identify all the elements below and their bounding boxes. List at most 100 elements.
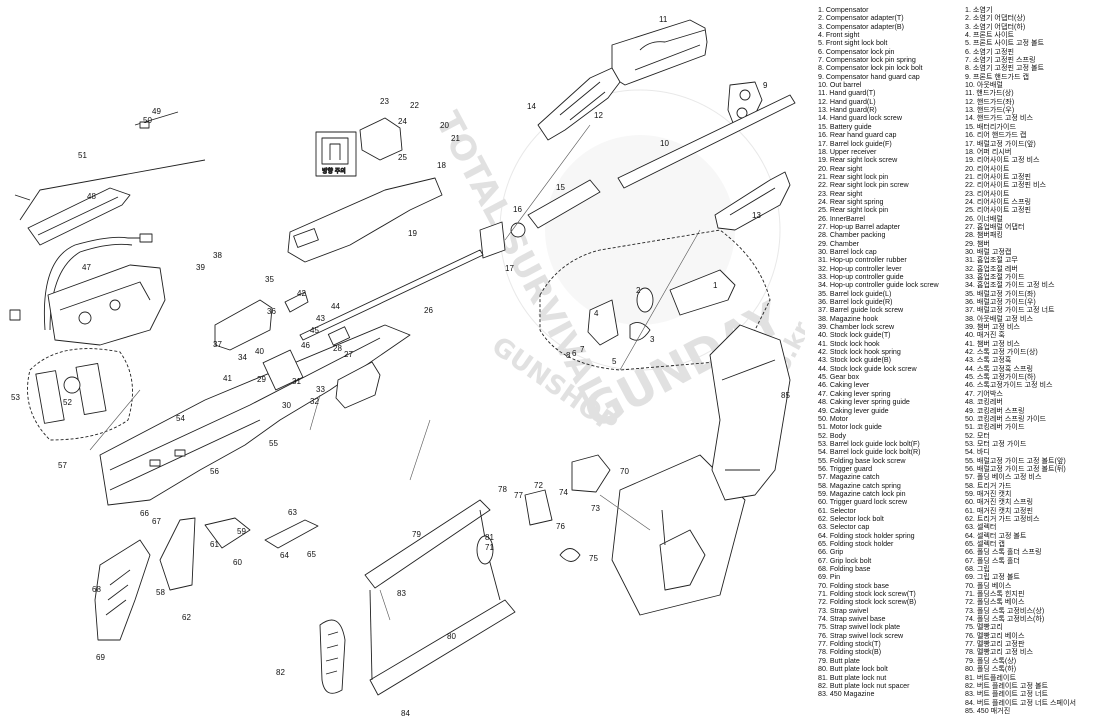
part-label-en: 7. Compensator lock pin spring xyxy=(818,56,916,65)
part-label-en: 34. Hop-up controller guide lock screw xyxy=(818,281,939,290)
part-label-en: 55. Folding base lock screw xyxy=(818,456,906,465)
grip-part xyxy=(94,539,151,641)
part-label-en: 70. Folding stock base xyxy=(818,581,889,590)
part-label-ko: 14. 핸드가드 고정 비스 xyxy=(965,114,1033,123)
part-label-ko: 30. 배럴 고정캡 xyxy=(965,247,1012,256)
part-label-en: 26. InnerBarrel xyxy=(818,214,865,223)
part-label-en: 51. Motor lock guide xyxy=(818,423,882,432)
callout-number: 58 xyxy=(156,588,165,597)
part-label-ko: 65. 셀렉터 캡 xyxy=(965,540,1005,548)
callout-number: 79 xyxy=(412,530,421,539)
part-label-ko: 23. 리어사이트 xyxy=(965,189,1010,198)
part-label-en: 30. Barrel lock cap xyxy=(818,247,877,256)
part-label-ko: 72. 폴딩스톡 베이스 xyxy=(965,598,1025,607)
callout-number: 16 xyxy=(513,205,522,214)
callout-number: 22 xyxy=(410,101,419,110)
outer-barrel-part xyxy=(617,94,796,189)
callout-number: 73 xyxy=(591,504,600,513)
callout-number: 28 xyxy=(333,344,342,353)
part-label-ko: 1. 소염기 xyxy=(965,6,993,14)
part-label-en: 21. Rear sight lock pin xyxy=(818,172,889,181)
part-label-ko: 66. 폴딩 스톡 홀더 스프링 xyxy=(965,548,1042,557)
part-label-en: 82. Butt plate lock nut spacer xyxy=(818,681,910,690)
part-label-ko: 68. 그립 xyxy=(965,565,990,574)
callout-number: 62 xyxy=(182,613,191,622)
callout-number: 15 xyxy=(556,183,565,192)
part-label-ko: 63. 셀렉터 xyxy=(965,523,997,532)
callout-number: 49 xyxy=(152,107,161,116)
callout-number: 70 xyxy=(620,467,629,476)
part-label-en: 75. Strap swivel lock plate xyxy=(818,623,901,632)
part-label-en: 62. Selector lock bolt xyxy=(818,514,884,523)
part-label-en: 46. Caking lever xyxy=(818,381,870,390)
part-label-en: 19. Rear sight lock screw xyxy=(818,156,898,165)
callout-number: 14 xyxy=(527,102,536,111)
part-label-ko: 36. 배럴고정 가이드(우) xyxy=(965,298,1036,307)
part-label-ko: 76. 멜빵고리 베이스 xyxy=(965,631,1025,640)
part-label-ko: 16. 리어 핸드가드 캡 xyxy=(965,131,1027,140)
part-label-en: 73. Strap swivel xyxy=(818,606,869,615)
part-label-en: 23. Rear sight xyxy=(818,189,863,198)
part-label-en: 33. Hop-up controller guide xyxy=(818,273,904,281)
callout-number: 71 xyxy=(485,543,494,552)
part-label-ko: 54. 바디 xyxy=(965,448,990,457)
magazine-part xyxy=(709,324,791,501)
part-label-en: 10. Out barrel xyxy=(818,81,862,90)
part-label-ko: 74. 폴딩 스톡 고정비스(하) xyxy=(965,615,1045,624)
part-label-en: 64. Folding stock holder spring xyxy=(818,531,915,540)
handguard-right-part xyxy=(714,171,791,231)
part-label-en: 9. Compensator hand guard cap xyxy=(818,72,920,81)
part-label-ko: 41. 챔버 고정 비스 xyxy=(965,339,1020,348)
part-label-en: 13. Hand guard(R) xyxy=(818,106,877,115)
part-label-en: 18. Upper receiver xyxy=(818,147,877,156)
callout-number: 12 xyxy=(594,111,603,120)
part-label-ko: 27. 홉업배럴 어댑터 xyxy=(965,222,1025,231)
part-label-ko: 82. 버트 플레이트 고정 볼트 xyxy=(965,681,1049,690)
part-label-en: 22. Rear sight lock pin screw xyxy=(818,181,909,190)
part-label-ko: 51. 코킹레버 가이드 xyxy=(965,423,1025,432)
callout-number: 27 xyxy=(344,350,353,359)
callout-number: 4 xyxy=(594,309,599,318)
part-label-ko: 33. 홉업조절 가이드 xyxy=(965,273,1025,281)
callout-number: 18 xyxy=(437,161,446,170)
callout-number: 56 xyxy=(210,467,219,476)
part-label-en: 77. Folding stock(T) xyxy=(818,640,881,649)
part-label-en: 61. Selector xyxy=(818,506,856,515)
part-label-ko: 38. 아웃배럴 고정 비스 xyxy=(965,314,1033,323)
part-label-en: 60. Trigger guard lock screw xyxy=(818,498,908,507)
callout-number: 10 xyxy=(660,139,669,148)
handguard-left-part xyxy=(537,67,621,141)
part-label-ko: 34. 홉업조절 가이드 고정 비스 xyxy=(965,281,1055,290)
part-label-ko: 77. 멜빵고리 고정판 xyxy=(965,640,1025,649)
callout-number: 75 xyxy=(589,554,598,563)
part-label-en: 56. Trigger guard xyxy=(818,464,873,473)
part-label-ko: 12. 핸드가드(좌) xyxy=(965,97,1015,106)
part-label-ko: 21. 리어사이트 고정핀 xyxy=(965,172,1032,181)
part-label-en: 35. Barrel lock guide(L) xyxy=(818,289,892,298)
callout-number: 17 xyxy=(505,264,514,273)
butt-plate-part xyxy=(319,619,346,694)
part-label-en: 14. Hand guard lock screw xyxy=(818,114,902,123)
callout-number: 63 xyxy=(288,508,297,517)
part-label-en: 76. Strap swivel lock screw xyxy=(818,631,904,640)
part-label-ko: 13. 핸드가드(우) xyxy=(965,106,1015,115)
part-label-ko: 47. 기어박스 xyxy=(965,389,1003,398)
part-label-ko: 44. 스톡 고정훅 스프링 xyxy=(965,364,1033,373)
front-assembly-part xyxy=(539,229,771,371)
callout-number: 36 xyxy=(267,307,276,316)
part-label-ko: 32. 홉업조절 레버 xyxy=(965,264,1018,273)
callout-number: 3 xyxy=(650,335,655,344)
part-label-ko: 39. 챔버 고정 비스 xyxy=(965,323,1020,332)
part-label-ko: 10. 아웃배럴 xyxy=(965,81,1003,90)
part-label-en: 17. Barrel lock guide(F) xyxy=(818,139,892,148)
callout-number: 11 xyxy=(659,15,668,24)
callout-number: 20 xyxy=(440,121,449,130)
callout-number: 19 xyxy=(408,229,417,238)
selector-part xyxy=(264,519,319,549)
part-label-ko: 22. 리어사이트 고정핀 비스 xyxy=(965,181,1047,190)
part-label-ko: 79. 폴딩 스톡(상) xyxy=(965,656,1017,665)
folding-stock-part xyxy=(364,499,516,696)
part-label-ko: 55. 배럴고정 가이드 고정 볼트(앞) xyxy=(965,456,1066,465)
inset-label: 방향 주의 xyxy=(322,167,346,175)
part-label-ko: 8. 소염기 고정핀 고정 볼트 xyxy=(965,64,1045,73)
